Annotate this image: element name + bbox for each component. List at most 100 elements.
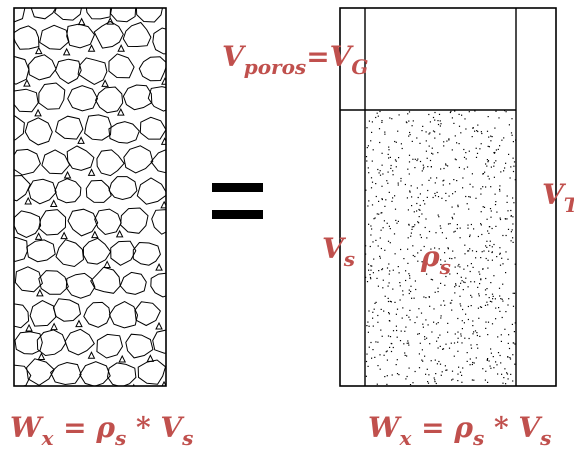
solid-speck [492, 356, 494, 358]
aggregate-fine [63, 170, 72, 179]
solid-speck [430, 177, 432, 179]
aggregate-fine [118, 354, 127, 363]
solid-speck [421, 261, 423, 263]
solid-speck [416, 210, 418, 212]
solid-speck [418, 222, 420, 224]
solid-speck [434, 137, 436, 139]
solid-speck [389, 270, 391, 272]
solid-speck [470, 347, 473, 349]
solid-speck [468, 208, 470, 210]
solid-speck [382, 173, 384, 175]
solid-speck [488, 178, 490, 180]
aggregate-particle [36, 329, 67, 357]
solid-speck [370, 278, 372, 280]
solid-speck [371, 204, 374, 206]
solid-speck [381, 121, 383, 123]
solid-speck [388, 225, 390, 227]
solid-speck [425, 373, 427, 375]
solid-speck [501, 316, 503, 319]
solid-speck [422, 200, 425, 202]
solid-speck [502, 283, 504, 285]
aggregate-fine [87, 351, 96, 359]
solid-speck [386, 375, 388, 377]
solid-speck [485, 277, 487, 280]
solid-speck [464, 337, 466, 339]
solid-speck [424, 338, 426, 340]
solid-speck [487, 161, 489, 163]
solid-speck [475, 197, 477, 199]
solid-speck [494, 127, 496, 129]
solid-speck [440, 168, 442, 170]
solid-speck [506, 218, 508, 220]
solid-speck [459, 266, 461, 268]
solid-speck [375, 301, 377, 303]
solid-speck [482, 268, 484, 270]
solid-speck [373, 218, 375, 220]
solid-speck [491, 323, 494, 325]
solid-speck [475, 257, 477, 259]
solid-speck [467, 318, 469, 321]
solid-speck [439, 345, 441, 347]
solid-speck [437, 152, 439, 154]
solid-speck [471, 250, 474, 252]
aggregate-particle [85, 8, 112, 20]
solid-speck [447, 322, 449, 324]
solid-speck [444, 304, 446, 306]
solid-speck [461, 328, 463, 330]
solid-speck [377, 245, 379, 247]
solid-speck [401, 147, 403, 150]
solid-speck [489, 300, 491, 302]
solid-speck [480, 224, 482, 226]
aggregate-fine [155, 263, 163, 271]
solid-speck [508, 347, 511, 350]
aggregate-particle [122, 21, 152, 48]
solid-speck [484, 289, 487, 291]
solid-speck [434, 379, 436, 381]
solid-speck [370, 187, 373, 189]
solid-speck [489, 365, 491, 367]
solid-speck [508, 124, 510, 126]
aggregate-particle [38, 82, 66, 110]
solid-speck [379, 237, 381, 239]
solid-speck [434, 195, 437, 197]
solid-speck [487, 358, 489, 360]
solid-speck [478, 293, 480, 295]
solid-speck [396, 373, 399, 375]
solid-speck [408, 224, 410, 226]
solid-speck [485, 257, 487, 260]
solid-speck [499, 252, 501, 254]
solid-speck [503, 137, 505, 139]
solid-speck [466, 203, 468, 205]
solid-speck [408, 120, 410, 122]
solid-speck [428, 230, 431, 233]
solid-speck [487, 381, 489, 383]
solid-speck [454, 230, 456, 232]
solid-speck [398, 114, 400, 116]
solid-speck [497, 373, 499, 375]
solid-speck [486, 358, 488, 361]
solid-speck [475, 250, 478, 253]
solid-speck [478, 295, 480, 297]
solid-speck [443, 179, 445, 181]
aggregate-particle [96, 149, 125, 177]
solid-speck [430, 278, 432, 280]
solid-speck [515, 307, 516, 309]
solid-speck [406, 342, 408, 344]
aggregate-particle [138, 56, 166, 82]
solid-speck [469, 364, 471, 366]
solid-speck [410, 290, 412, 293]
solid-speck [472, 320, 474, 322]
solid-speck [424, 355, 426, 357]
solid-speck [374, 356, 376, 358]
solid-speck [404, 183, 406, 186]
solid-speck [462, 187, 464, 189]
solid-speck [473, 331, 475, 333]
solid-speck [418, 216, 420, 218]
solid-speck [395, 141, 397, 143]
solid-speck [495, 307, 497, 309]
solid-speck [409, 309, 411, 311]
solid-speck [407, 168, 409, 170]
solid-speck [457, 204, 459, 206]
solid-speck [418, 353, 420, 355]
solid-speck [507, 356, 509, 358]
